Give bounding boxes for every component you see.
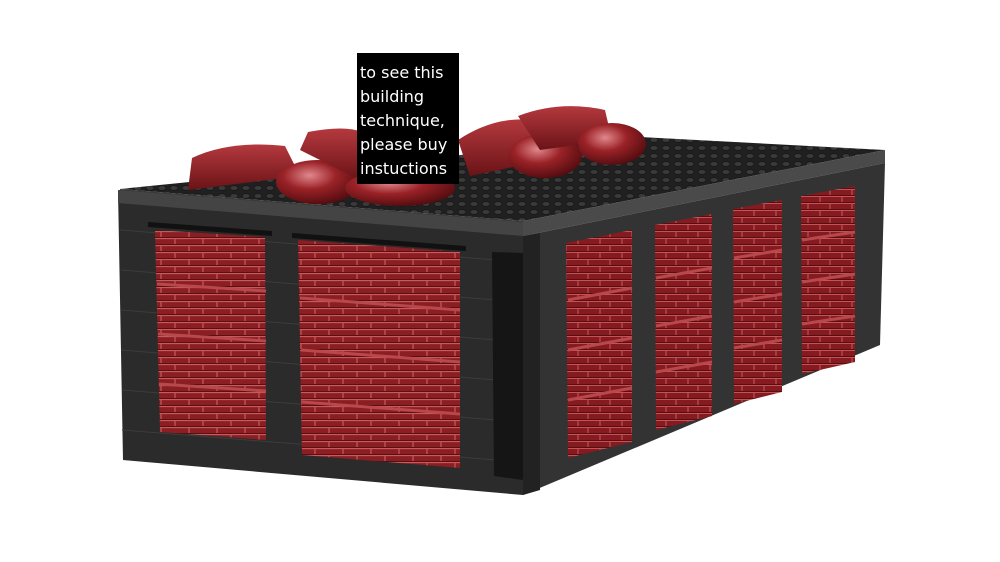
- skylight-vaults: [188, 106, 646, 206]
- front-wall: [118, 190, 523, 495]
- watermark-note: to see this building technique, please b…: [357, 53, 459, 184]
- side-wall: [523, 163, 885, 495]
